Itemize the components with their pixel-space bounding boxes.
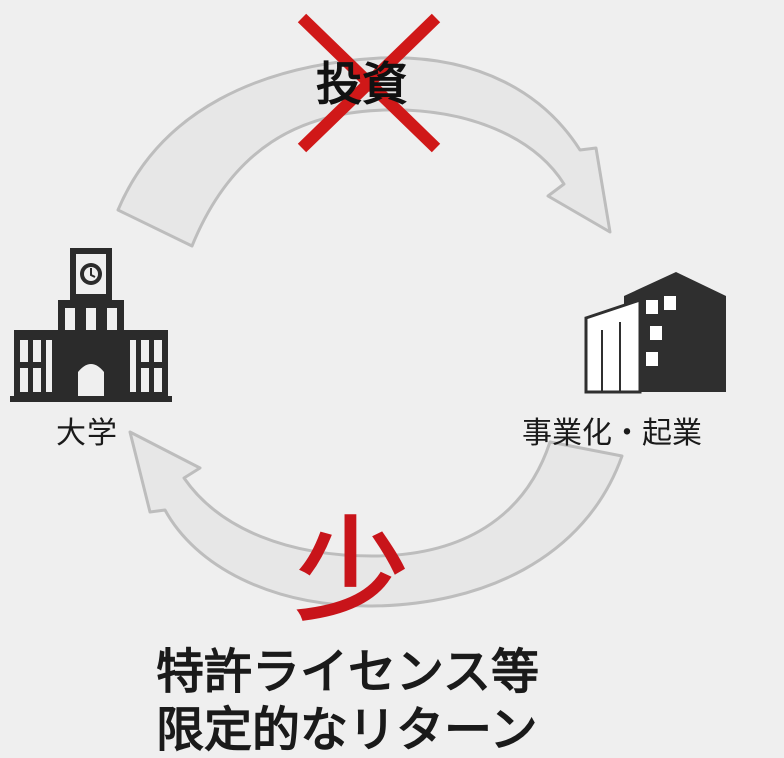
limited-return-caption: 限定的なリターン (156, 702, 538, 758)
investment-label: 投資 (316, 57, 408, 111)
university-building-icon (10, 248, 172, 402)
license-caption: 特許ライセンス等 (156, 644, 540, 700)
return-arrow (128, 430, 624, 608)
office-building-icon (584, 272, 726, 394)
business-label: 事業化・起業 (522, 416, 702, 451)
university-label: 大学 (56, 416, 118, 451)
cross-mark-icon (297, 13, 441, 153)
investment-arrow (116, 56, 612, 248)
few-emphasis-label: 少 (296, 507, 408, 637)
